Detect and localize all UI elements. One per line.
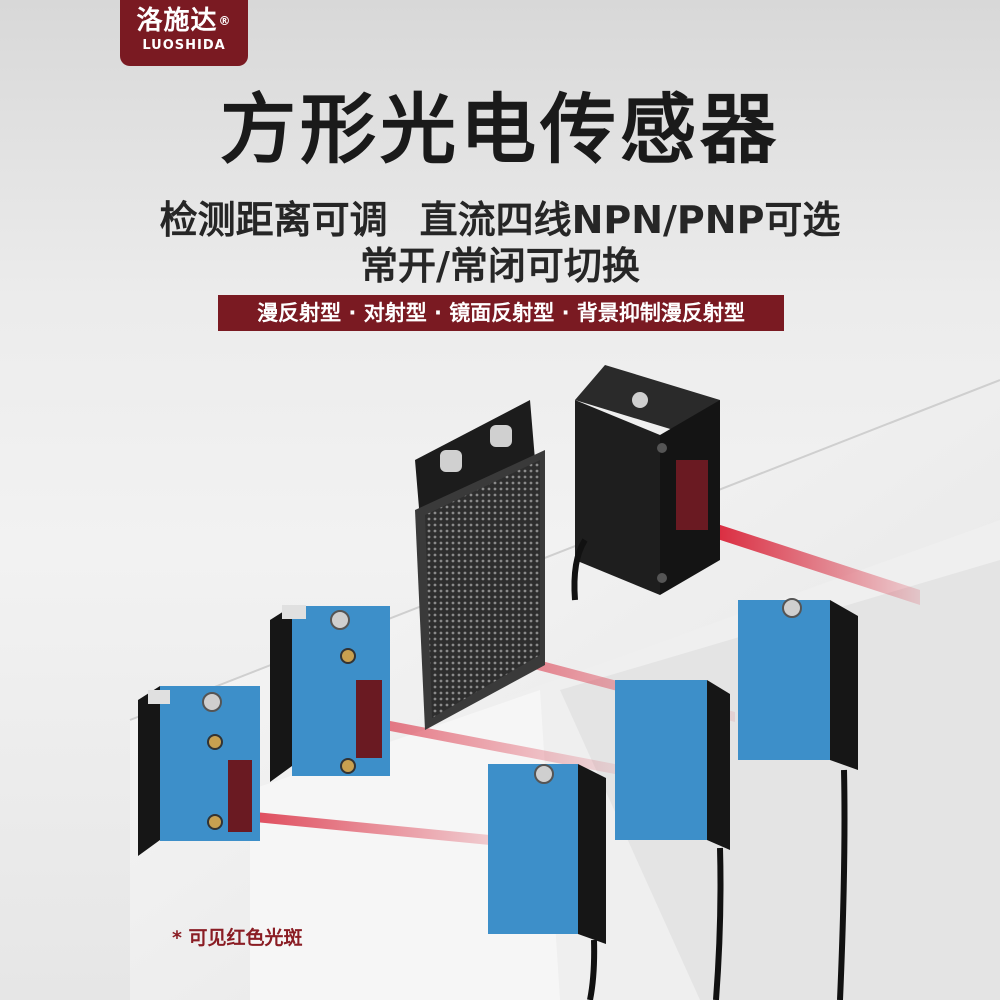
registered-mark: ® [218, 14, 232, 28]
reflector-panel [415, 400, 545, 730]
feature-npn-pnp: 直流四线NPN/PNP可选 [419, 198, 841, 242]
feature-adjustable-distance: 检测距离可调 [159, 198, 388, 242]
brand-name-en: LUOSHIDA [142, 38, 226, 53]
black-square-sensor [571, 365, 720, 601]
page-title: 方形光电传感器 [220, 85, 780, 174]
blue-sensor-left-front [138, 686, 260, 856]
blue-sensor-right-front [488, 764, 606, 1000]
brand-logo: 洛施达® LUOSHIDA [120, 0, 248, 66]
sensor-types-banner: 漫反射型 · 对射型 · 镜面反射型 · 背景抑制漫反射型 [218, 295, 784, 331]
visible-red-spot-note: * 可见红色光斑 [172, 927, 303, 949]
feature-line-1: 检测距离可调直流四线NPN/PNP可选 [0, 196, 1000, 244]
blue-sensor-right-middle [615, 680, 730, 1000]
feature-line-2: 常开/常闭可切换 [360, 244, 640, 288]
blue-sensor-right-back [738, 598, 858, 1000]
brand-name-cn: 洛施达® [136, 6, 232, 36]
blue-sensor-left-back [270, 605, 390, 782]
